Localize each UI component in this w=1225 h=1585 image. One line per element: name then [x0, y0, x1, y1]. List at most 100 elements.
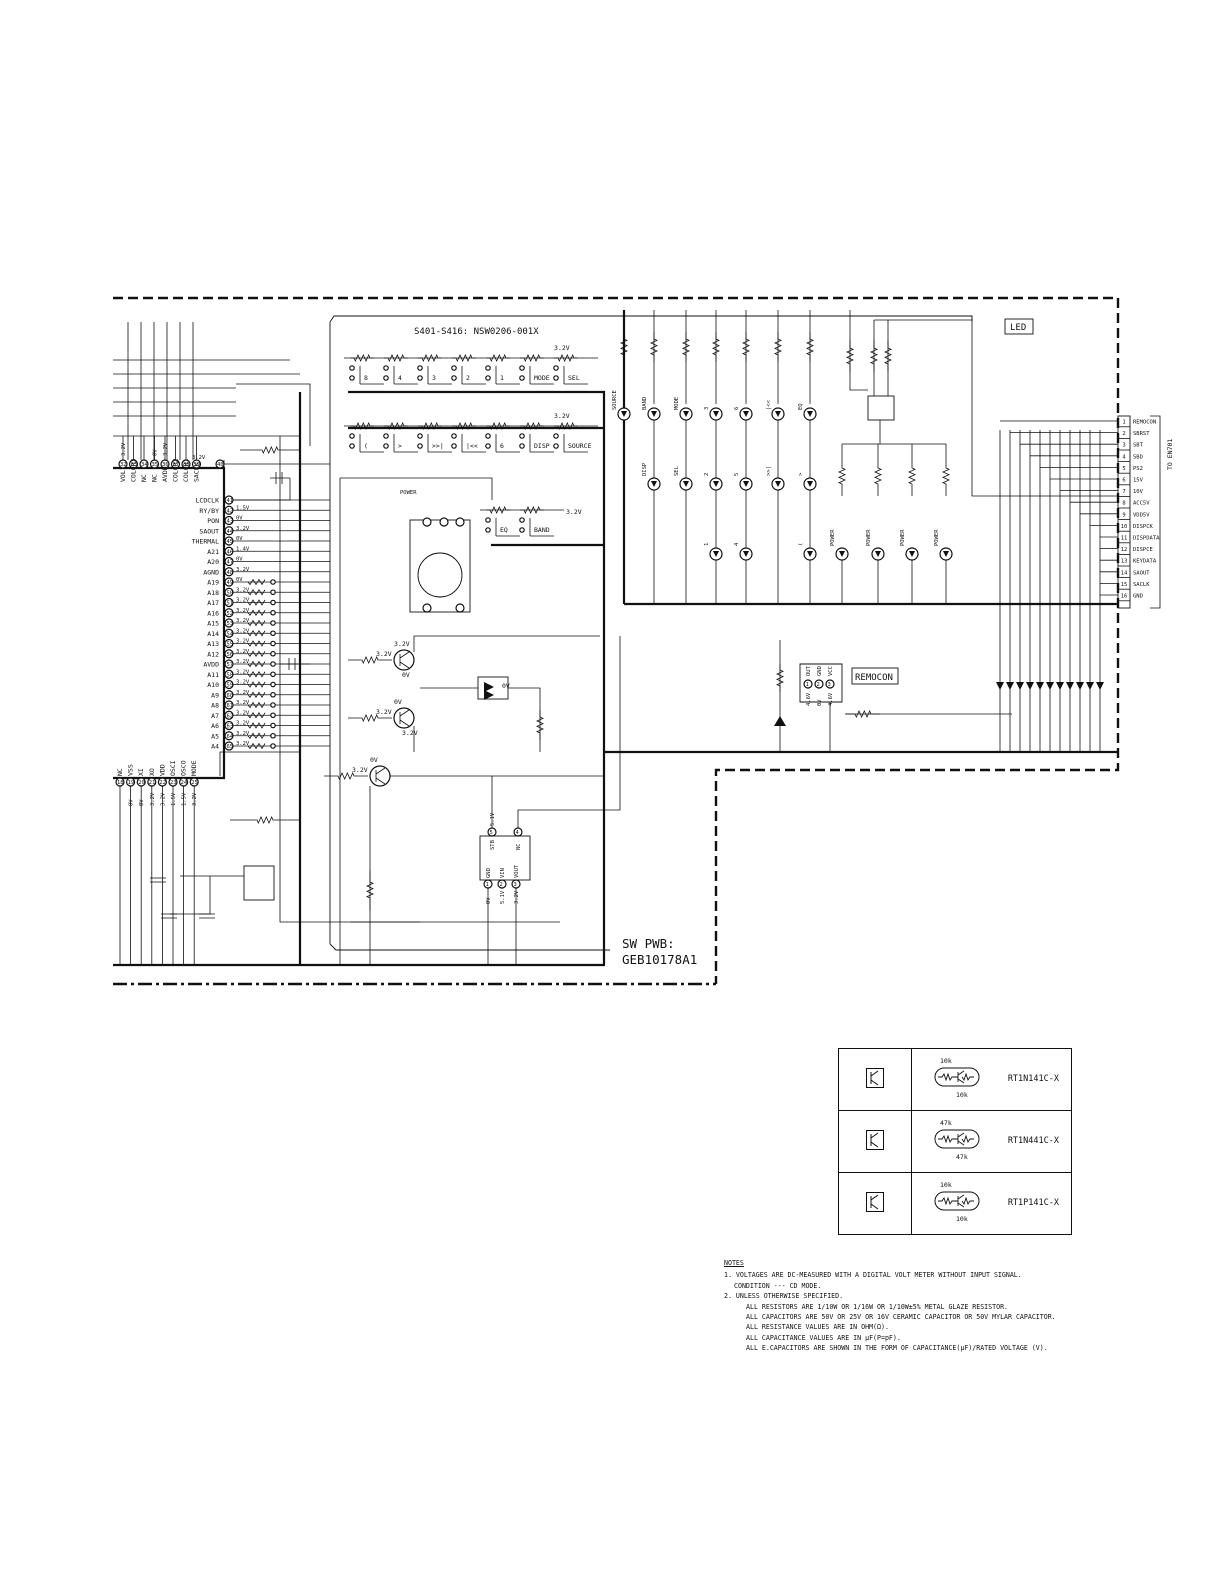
ic-pin-circle: [224, 587, 234, 597]
led-mark: [743, 481, 749, 487]
regulator-pin-name: VIN: [500, 868, 506, 878]
ic-pin-name: A19: [207, 579, 219, 587]
left-bus-lines: [113, 322, 420, 923]
switch-label: 4: [398, 374, 402, 382]
resistor: [247, 701, 266, 709]
switch-panel-outline: [329, 315, 973, 323]
led-mark: [713, 411, 719, 417]
transistor-part-number: RT1P141C-X: [1007, 1198, 1059, 1208]
connector-pin-name: SBD: [1133, 454, 1143, 460]
ic-pin-number: 64: [227, 734, 234, 740]
resistor-value-1: 10k: [940, 1181, 952, 1189]
trace: [849, 310, 972, 396]
switch-lever: [563, 434, 588, 453]
note-line: ALL E.CAPACITORS ARE SHOWN IN THE FORM O…: [746, 1344, 1048, 1353]
connector-pin-number: 12: [1121, 547, 1128, 553]
switch-contact: [451, 375, 457, 381]
resistor: [247, 599, 266, 606]
ic-pin-number: 59: [227, 683, 234, 689]
switch-label: EQ: [500, 526, 508, 534]
ic-pin-name: COLOR3: [130, 458, 138, 482]
switch-contact: [417, 365, 423, 371]
transistor-symbol-cell: [838, 1172, 912, 1235]
ic-pin-voltage: 3.2V: [236, 526, 250, 532]
ic-pin-number: 45: [227, 539, 234, 545]
test-point: [270, 609, 276, 616]
ic-pin-circle: [224, 577, 234, 587]
ic-pin-circle: [224, 679, 234, 690]
ic-pin-circle: [224, 638, 234, 649]
remocon-pin: [803, 679, 813, 689]
ic-pin-voltage: 0V: [236, 516, 243, 522]
ic-pin-number: 40: [217, 462, 224, 468]
ic-pin-name: A14: [207, 630, 219, 638]
ic-pin-voltage: 3.2V: [236, 639, 250, 645]
ic-pin-number: 58: [227, 672, 234, 678]
ic-pin-number: 43: [227, 519, 234, 525]
transistor-collector-voltage: 0V: [394, 698, 402, 706]
ic-pin-number: 56: [227, 652, 234, 658]
resistor: [247, 742, 266, 750]
regulator-pin-name: VOUT: [514, 864, 520, 878]
switch-contact: [519, 433, 525, 439]
ic-pin-name: NC: [116, 768, 124, 776]
resistor: [230, 816, 300, 824]
resistor: [348, 656, 392, 664]
ic-pin-number: 36: [162, 462, 169, 468]
ic-pin-name: A7: [211, 712, 219, 720]
resistor-value-2: 47k: [956, 1153, 968, 1161]
led-mark: [713, 551, 719, 557]
resistor: [247, 578, 266, 586]
led-mark: [875, 551, 881, 557]
led-label: POWER: [900, 529, 906, 546]
pwb-label-line2: GEB10178A1: [622, 952, 697, 967]
switch-label: 6: [500, 442, 504, 450]
resistor: [247, 660, 266, 668]
ic-pin-voltage: 3.2V: [236, 710, 250, 716]
ic-pin-voltage: 0V: [139, 799, 145, 806]
remocon-pin-name: GND: [817, 666, 823, 676]
resistor: [776, 664, 784, 692]
connector-pin-name: REMOCON: [1133, 420, 1156, 426]
regulator-pin-name: STB: [490, 839, 496, 850]
power-rotary-switch: [339, 477, 493, 965]
resistor: [846, 710, 880, 718]
regulator-pin-number: 4: [516, 830, 520, 836]
ic-pin-number: 22: [159, 780, 166, 786]
ic-pin-number: 21: [149, 780, 156, 786]
ic-pin-name: XO: [148, 768, 156, 776]
ic-pin-name: MODE: [190, 760, 198, 776]
led-mark: [807, 411, 813, 417]
resistor: [452, 422, 476, 430]
led-label: >: [798, 472, 804, 476]
led-label: DISP: [642, 462, 648, 476]
ic-pin-name: SAOUT: [199, 527, 219, 535]
remocon-label: REMOCON: [855, 673, 893, 683]
connector-pin-number: 16: [1121, 594, 1128, 600]
diode: [1086, 682, 1094, 690]
resistor: [742, 332, 750, 362]
connector-pin-number: 3: [1122, 443, 1125, 449]
test-point: [270, 620, 276, 626]
switch-label: 3: [432, 374, 436, 382]
ic-pin-number: 52: [227, 611, 234, 617]
ic-pin-voltage: 3.2V: [236, 598, 250, 604]
connector-pin-number: 4: [1122, 454, 1126, 460]
regulator-pin-voltage: 0V: [486, 897, 492, 904]
ic-pin-name: A10: [207, 681, 219, 689]
switch-contact: [383, 443, 389, 449]
ic-pin-voltage: 3.2V: [236, 618, 250, 624]
diode: [1096, 682, 1104, 690]
ic-pin-circle: [224, 526, 234, 536]
ic-pin-name: OSCO: [180, 760, 188, 776]
led-mark: [743, 411, 749, 417]
ic-pin-voltage: 3.2V: [236, 721, 250, 727]
resistor: [350, 422, 374, 430]
ic-pin-voltage: 0V: [236, 577, 243, 583]
led-label: POWER: [866, 529, 872, 546]
remocon-pin-voltage: 4.6V: [828, 692, 834, 706]
switch-label: (: [364, 442, 368, 450]
ic-pin-number: 63: [227, 724, 234, 730]
resistor: [247, 609, 266, 617]
